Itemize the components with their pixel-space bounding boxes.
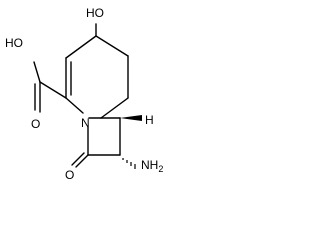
- bond-c2-cooh: [39, 81, 67, 99]
- bond-c8-o: [75, 154, 89, 168]
- bond-c5-c6: [100, 97, 129, 119]
- label-acid-o: O: [31, 117, 40, 131]
- label-nh2: NH2: [141, 158, 163, 174]
- molecule-structure: HO HO O N O H NH2: [5, 6, 163, 182]
- hashed-wedge-nh2: [122, 158, 136, 169]
- label-oh-top: HO: [86, 6, 104, 20]
- label-n-ring: N: [81, 116, 90, 130]
- label-nh2-main: NH: [141, 158, 158, 172]
- bond-n-c2: [65, 97, 84, 114]
- label-h-bridge: H: [145, 113, 154, 127]
- label-nh2-sub: 2: [158, 164, 163, 174]
- bond-c3-c3top: [65, 35, 97, 59]
- wedge-h: [120, 115, 142, 121]
- bond-c3-c4: [95, 35, 129, 57]
- bond-cooh-oh: [33, 61, 41, 83]
- label-acid-ho: HO: [5, 36, 23, 50]
- label-lactam-o: O: [65, 168, 74, 182]
- bond-c8-o-double: [71, 152, 85, 166]
